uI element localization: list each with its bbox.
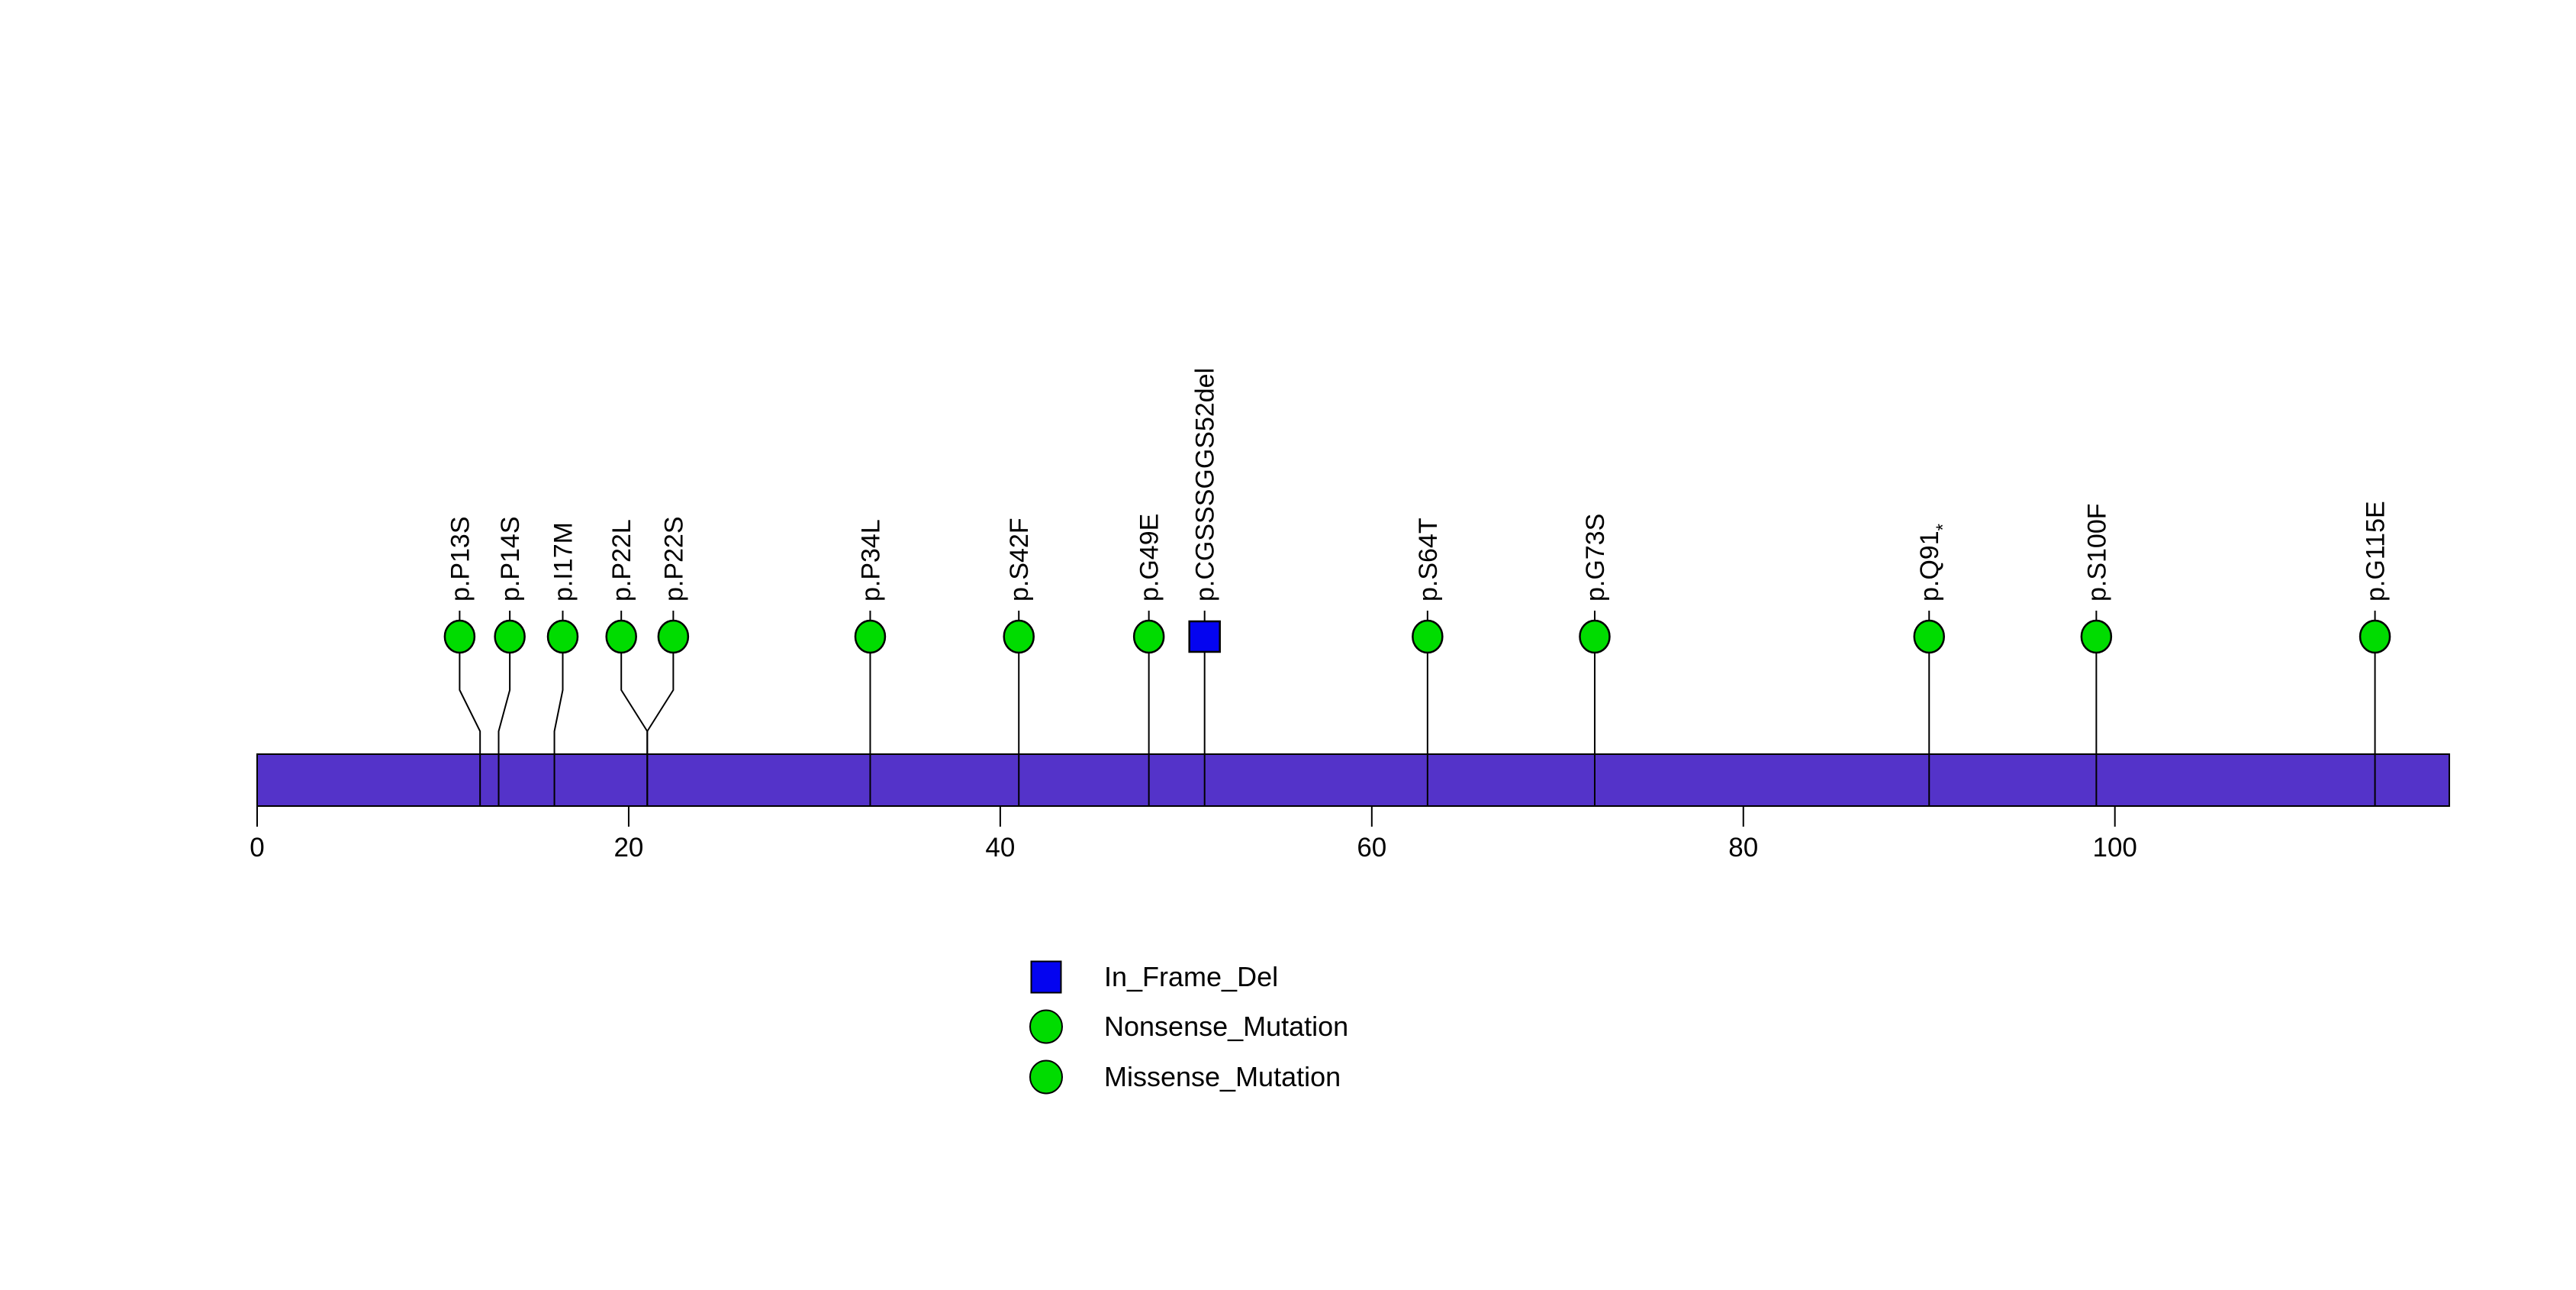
mutation-marker-circle bbox=[1003, 619, 1035, 654]
mutation-marker-circle bbox=[1913, 619, 1945, 654]
mutation-marker-circle bbox=[443, 619, 476, 654]
legend-label: Nonsense_Mutation bbox=[1104, 1011, 1348, 1042]
mutation-label: p.G73S bbox=[1581, 514, 1610, 601]
mutation-label-text: p.Q91 bbox=[1915, 531, 1944, 601]
axis-tick-label: 60 bbox=[1357, 833, 1386, 863]
mutation-marker-circle bbox=[657, 619, 690, 654]
axis-tick-label: 40 bbox=[985, 833, 1015, 863]
mutation-labels: p.P13S p.P14S p.I17M p.P22L p.P22S p.P34L p.S4… bbox=[446, 368, 2390, 601]
axis-tick-label: 20 bbox=[613, 833, 643, 863]
legend-label: In_Frame_Del bbox=[1104, 961, 1278, 992]
mutation-marker-circle bbox=[854, 619, 887, 654]
legend-label: Missense_Mutation bbox=[1104, 1061, 1341, 1092]
mutation-label-sup: * bbox=[1933, 524, 1953, 531]
mutation-label: p.G49E bbox=[1135, 514, 1164, 601]
mutation-label: p.S42F bbox=[1005, 518, 1034, 601]
mutation-label: p.P14S bbox=[496, 516, 525, 601]
mutation-marker-circle bbox=[605, 619, 637, 654]
protein-bar-group bbox=[256, 753, 2450, 807]
axis-tick-label: 80 bbox=[1728, 833, 1758, 863]
legend-swatch-circle bbox=[1029, 1059, 1063, 1095]
mutation-label: p.I17M bbox=[549, 522, 578, 601]
mutation-marker-circle bbox=[546, 619, 579, 654]
mutation-label: p.S100F bbox=[2082, 503, 2111, 601]
mutation-label: p.P13S bbox=[446, 516, 475, 601]
mutation-label: p.Q91* bbox=[1915, 524, 1953, 601]
axis-tick-label: 100 bbox=[2092, 833, 2136, 863]
legend: In_Frame_DelNonsense_MutationMissense_Mu… bbox=[1029, 960, 1348, 1095]
legend-swatch-circle bbox=[1029, 1009, 1063, 1044]
mutation-marker-circle bbox=[1412, 619, 1444, 654]
mutation-label: p.P34L bbox=[856, 519, 885, 601]
mutation-marker-circle bbox=[1132, 619, 1165, 654]
mutation-markers bbox=[443, 619, 2391, 654]
mutation-marker-circle bbox=[2359, 619, 2391, 654]
mutation-label: p.P22L bbox=[607, 519, 636, 601]
mutation-label: p.S64T bbox=[1414, 518, 1443, 601]
x-axis: 0 20 40 60 80 100 bbox=[250, 806, 2137, 863]
mutation-label: p.G115E bbox=[2362, 501, 2391, 601]
mutation-label: p.CGSSSGGS52del bbox=[1191, 368, 1220, 601]
mutation-marker-circle bbox=[494, 619, 526, 654]
mutation-marker-circle bbox=[2080, 619, 2113, 654]
mutation-marker-circle bbox=[1579, 619, 1611, 654]
legend-swatch-square bbox=[1030, 960, 1062, 994]
axis-tick-label: 0 bbox=[250, 833, 264, 863]
protein-bar bbox=[256, 753, 2450, 807]
mutation-label: p.P22S bbox=[659, 516, 688, 601]
mutation-marker-square bbox=[1188, 620, 1221, 653]
